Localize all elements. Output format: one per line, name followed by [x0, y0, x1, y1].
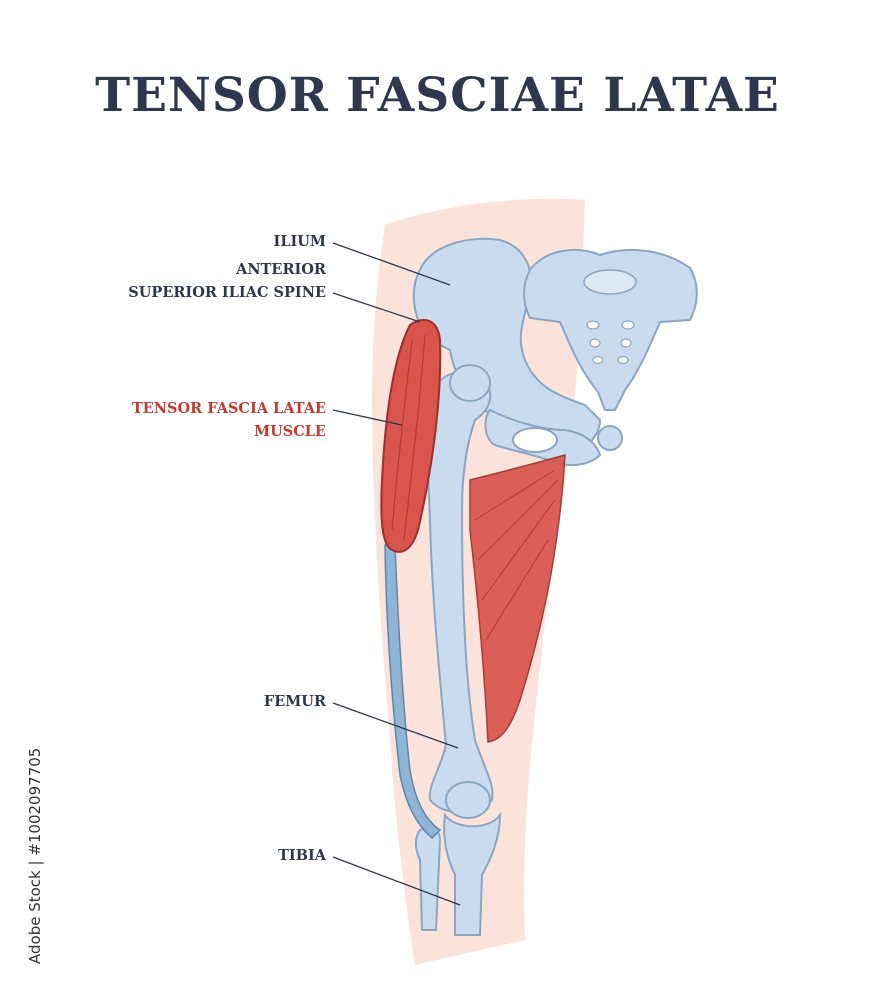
label-asis-line2: SUPERIOR ILIAC SPINE [128, 284, 326, 301]
tibia-leader [332, 856, 461, 906]
label-femur: FEMUR [263, 693, 326, 710]
tensor-fascia-latae-muscle [380, 319, 442, 553]
tibia-bone [443, 811, 502, 936]
femur-leader [332, 702, 459, 749]
ilium-leader [332, 242, 451, 286]
femur-head [449, 364, 491, 402]
label-ilium: ILIUM [273, 233, 326, 250]
diagram-title: TENSOR FASCIAE LATAE [95, 68, 780, 123]
femur-bone [426, 370, 494, 814]
asis-leader [332, 292, 421, 323]
adductor-muscle [469, 453, 566, 743]
iliotibial-band [384, 544, 442, 840]
sacral-body [583, 269, 637, 295]
patella [445, 781, 491, 819]
obturator-foramen [512, 427, 558, 453]
label-tibia: TIBIA [278, 847, 326, 864]
label-muscle-line1: TENSOR FASCIA LATAE [131, 400, 326, 417]
label-asis-line1: ANTERIOR [236, 261, 326, 278]
muscle-leader [332, 409, 403, 426]
pubic-symphysis [597, 425, 623, 451]
stock-id: Adobe Stock | #1002097705 [26, 747, 44, 964]
sacrum-bone [523, 248, 698, 411]
label-muscle-line2: MUSCLE [254, 423, 326, 440]
